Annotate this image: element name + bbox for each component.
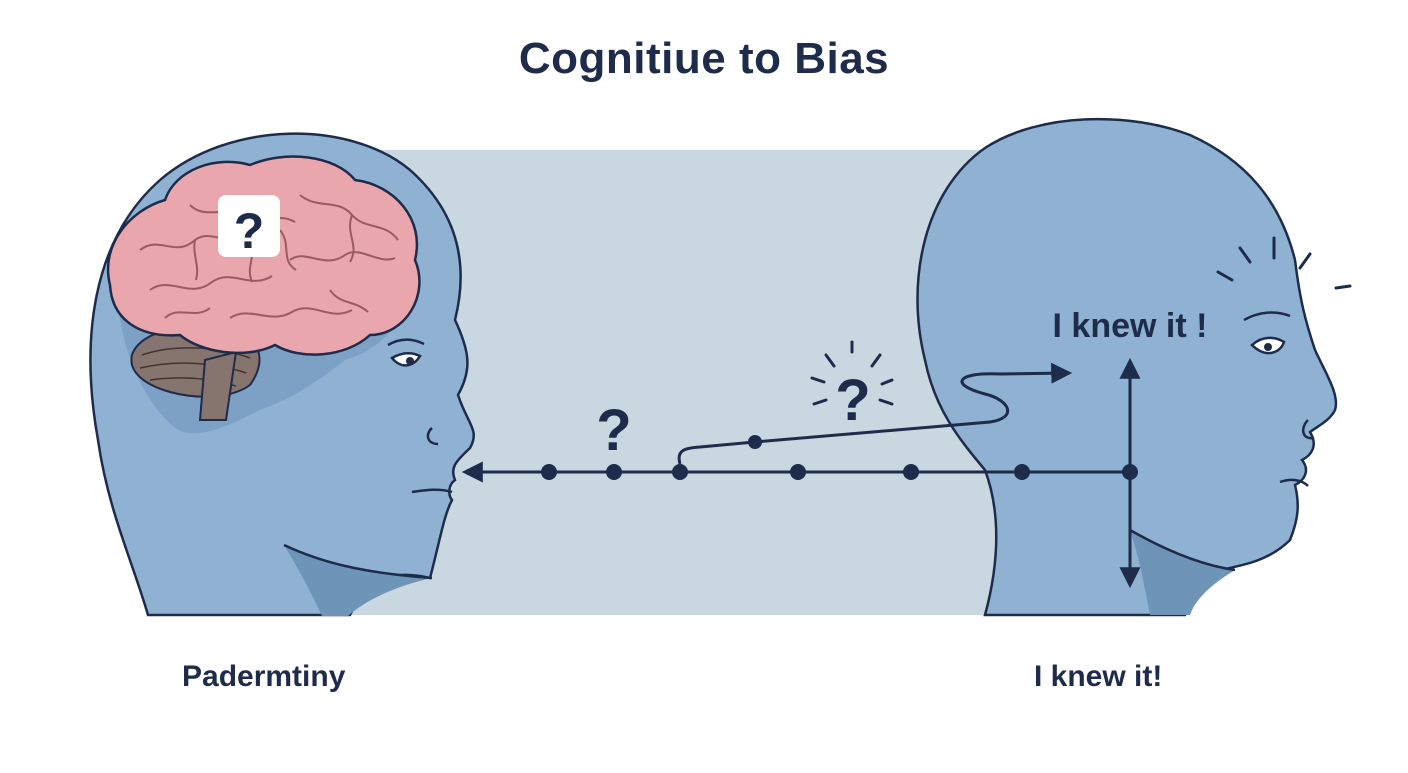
right-caption: I knew it! — [1034, 660, 1163, 693]
idea-question-mark: ? — [835, 368, 870, 433]
diagram-title: Cognitiue to Bias — [518, 34, 890, 83]
left-caption: Padermtiny — [182, 660, 346, 693]
idea-burst: ? — [810, 340, 894, 433]
brain-question-mark: ? — [234, 203, 265, 259]
right-neck-shadow — [1130, 530, 1235, 615]
left-head: ? — [89, 132, 475, 617]
surprise-lines — [1216, 236, 1352, 290]
speech-text: I knew it ! — [1053, 307, 1208, 345]
arrow-right — [677, 362, 1073, 465]
brain-question-card — [218, 195, 280, 257]
left-neck-shadow — [284, 545, 432, 616]
timeline-question-mark: ? — [596, 398, 631, 463]
timeline: ? ? — [461, 340, 1141, 589]
